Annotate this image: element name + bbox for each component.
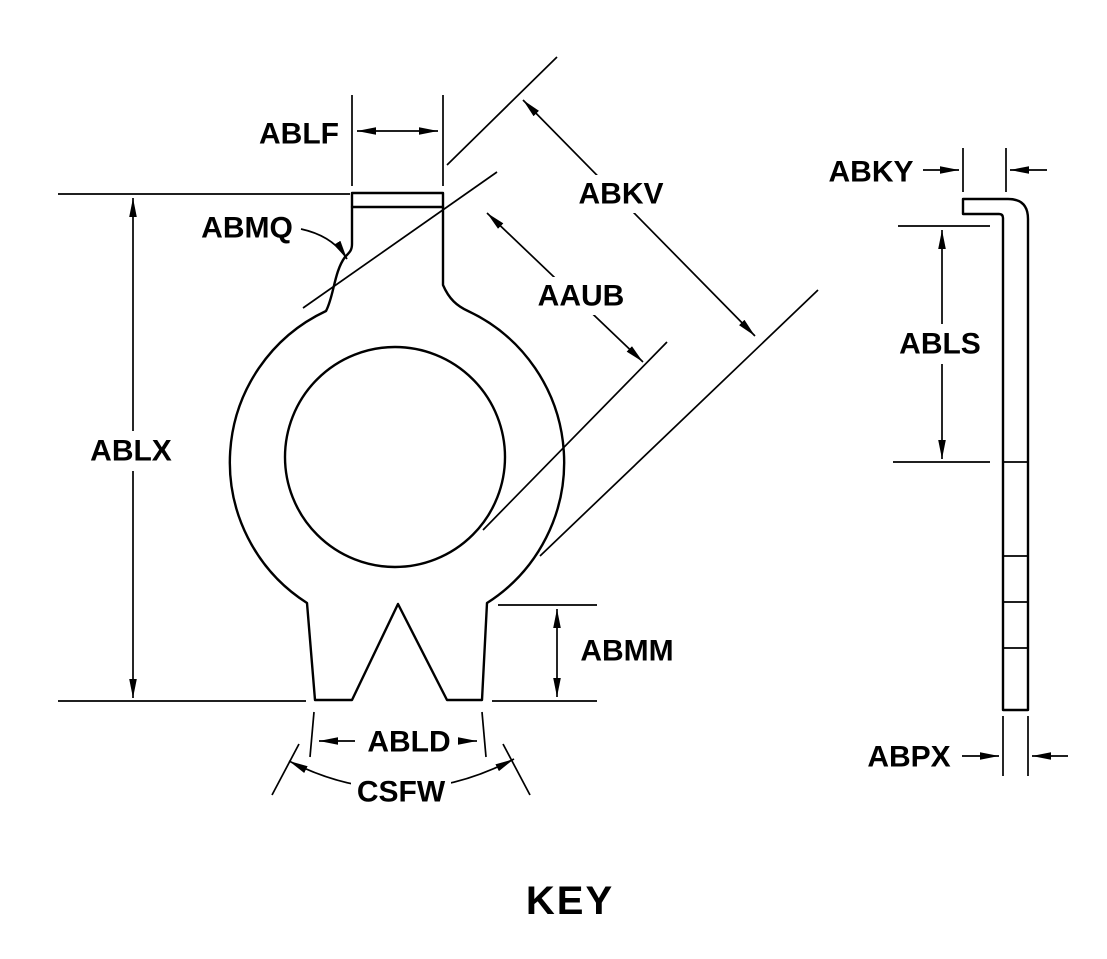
side-profile-ticks bbox=[1003, 461, 1028, 649]
dim-abmq: ABMQ bbox=[201, 212, 348, 260]
key-side-profile bbox=[961, 197, 1030, 712]
dim-abmm: ABMM bbox=[492, 604, 674, 702]
drawing-title: KEY bbox=[526, 879, 614, 923]
dim-label-abld: ABLD bbox=[367, 726, 450, 759]
dim-ablf: ABLF bbox=[259, 95, 444, 186]
dim-label-abky: ABKY bbox=[828, 156, 913, 189]
dim-label-aaub: AAUB bbox=[538, 280, 625, 313]
dim-abls: ABLS bbox=[893, 225, 990, 463]
front-view: ABLF ABMQ ABKV AAUB A bbox=[58, 56, 819, 812]
dim-label-abmq: ABMQ bbox=[201, 212, 293, 245]
dim-ablx: ABLX bbox=[58, 193, 350, 702]
dim-label-csfw: CSFW bbox=[357, 776, 446, 809]
dim-label-abpx: ABPX bbox=[867, 741, 950, 774]
dim-abpx: ABPX bbox=[867, 716, 1068, 776]
dim-abkv: ABKV bbox=[446, 56, 819, 557]
dim-abld: ABLD bbox=[309, 711, 487, 759]
dim-aaub: AAUB bbox=[302, 171, 668, 531]
dim-label-ablf: ABLF bbox=[259, 118, 339, 151]
dim-label-abls: ABLS bbox=[899, 328, 981, 361]
dim-label-abkv: ABKV bbox=[578, 178, 663, 211]
dim-csfw: CSFW bbox=[271, 743, 531, 812]
side-view: ABKY ABLS ABPX bbox=[828, 148, 1068, 776]
dim-label-ablx: ABLX bbox=[90, 435, 172, 468]
dim-label-abmm: ABMM bbox=[580, 635, 673, 668]
dim-abky: ABKY bbox=[828, 148, 1047, 192]
key-front-outline bbox=[228, 191, 566, 702]
key-bore-circle bbox=[283, 345, 507, 569]
